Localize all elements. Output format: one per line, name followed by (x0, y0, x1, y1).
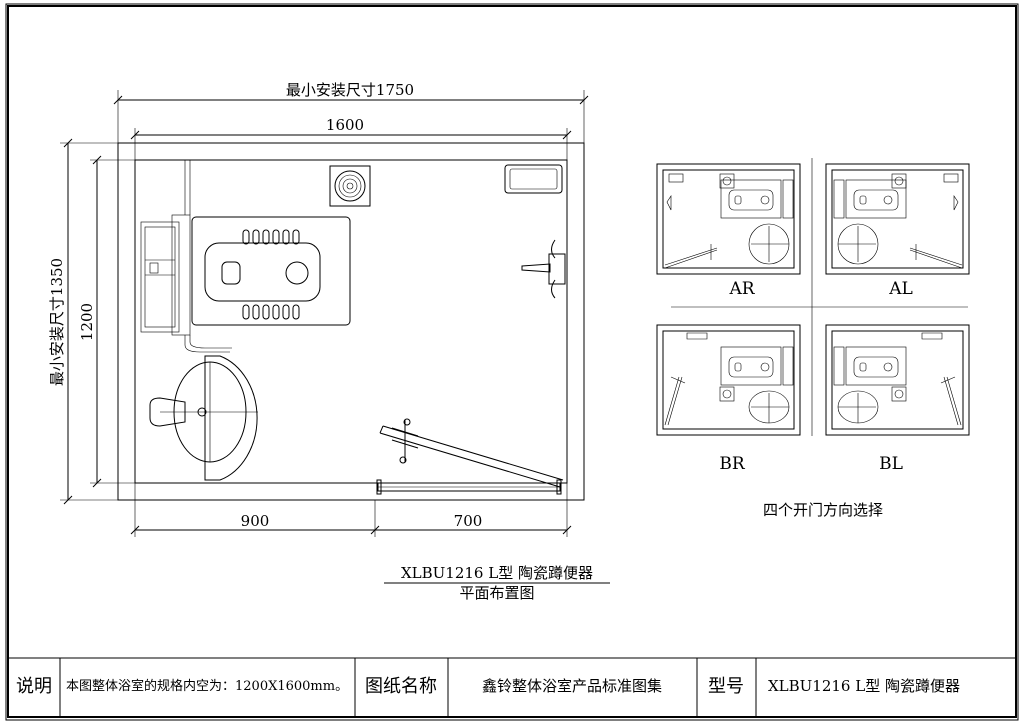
variant-bl-label: BL (879, 454, 903, 474)
variant-br-label: BR (719, 454, 745, 474)
variant-ar: AR (656, 163, 801, 299)
variant-br: BR (656, 324, 801, 474)
variant-separators (671, 158, 968, 436)
wall-shelf (140, 214, 191, 336)
dimension-top-inner: 1600 (130, 116, 572, 160)
inner-wall (134, 159, 568, 484)
drawing-name-value: 鑫铃整体浴室产品标准图集 (482, 677, 662, 695)
outer-wall (117, 142, 585, 501)
squat-toilet (191, 216, 351, 326)
note-label: 说明 (16, 676, 52, 697)
sheet-inner-border (7, 5, 1017, 718)
model-label: 型号 (708, 676, 744, 697)
plan-title: XLBU1216 L型 陶瓷蹲便器 (401, 564, 593, 582)
door-track (376, 479, 562, 495)
variant-bl: BL (825, 324, 970, 474)
shower-mixer (521, 239, 566, 299)
dim-top-inner-label: 1600 (326, 116, 364, 134)
dim-left-outer-label: 最小安装尺寸1350 (48, 258, 66, 386)
dim-left-inner-label: 1200 (78, 303, 96, 341)
floor-drain (329, 165, 371, 207)
dim-bottom-right-label: 700 (454, 512, 483, 530)
variant-al-label: AL (888, 279, 913, 299)
sheet-outer-border (5, 3, 1019, 721)
drawing-name-label: 图纸名称 (365, 676, 437, 697)
title-block: 说明 本图整体浴室的规格内空为：1200X1600mm。 图纸名称 鑫铃整体浴室… (8, 657, 1016, 717)
washbasin (149, 355, 258, 481)
partition (184, 160, 232, 353)
corner-shelf (504, 164, 563, 194)
dim-top-outer-label: 最小安装尺寸1750 (286, 81, 414, 99)
dimension-left-inner: 1200 (78, 155, 135, 488)
dimension-bottom: 900 700 (130, 483, 572, 537)
dimension-top-outer: 最小安装尺寸1750 (113, 81, 589, 143)
model-value: XLBU1216 L型 陶瓷蹲便器 (768, 677, 960, 695)
note-text: 本图整体浴室的规格内空为：1200X1600mm。 (66, 678, 348, 694)
floor-plan: 最小安装尺寸1750 1600 最小安装尺寸1350 1200 (48, 81, 610, 602)
swing-door (379, 418, 564, 488)
dim-bottom-left-label: 900 (241, 512, 270, 530)
plan-subtitle: 平面布置图 (459, 584, 534, 602)
variants-caption: 四个开门方向选择 (763, 501, 883, 519)
dimension-left-outer: 最小安装尺寸1350 (48, 138, 118, 505)
variant-al: AL (825, 163, 970, 299)
variant-ar-label: AR (728, 279, 755, 299)
